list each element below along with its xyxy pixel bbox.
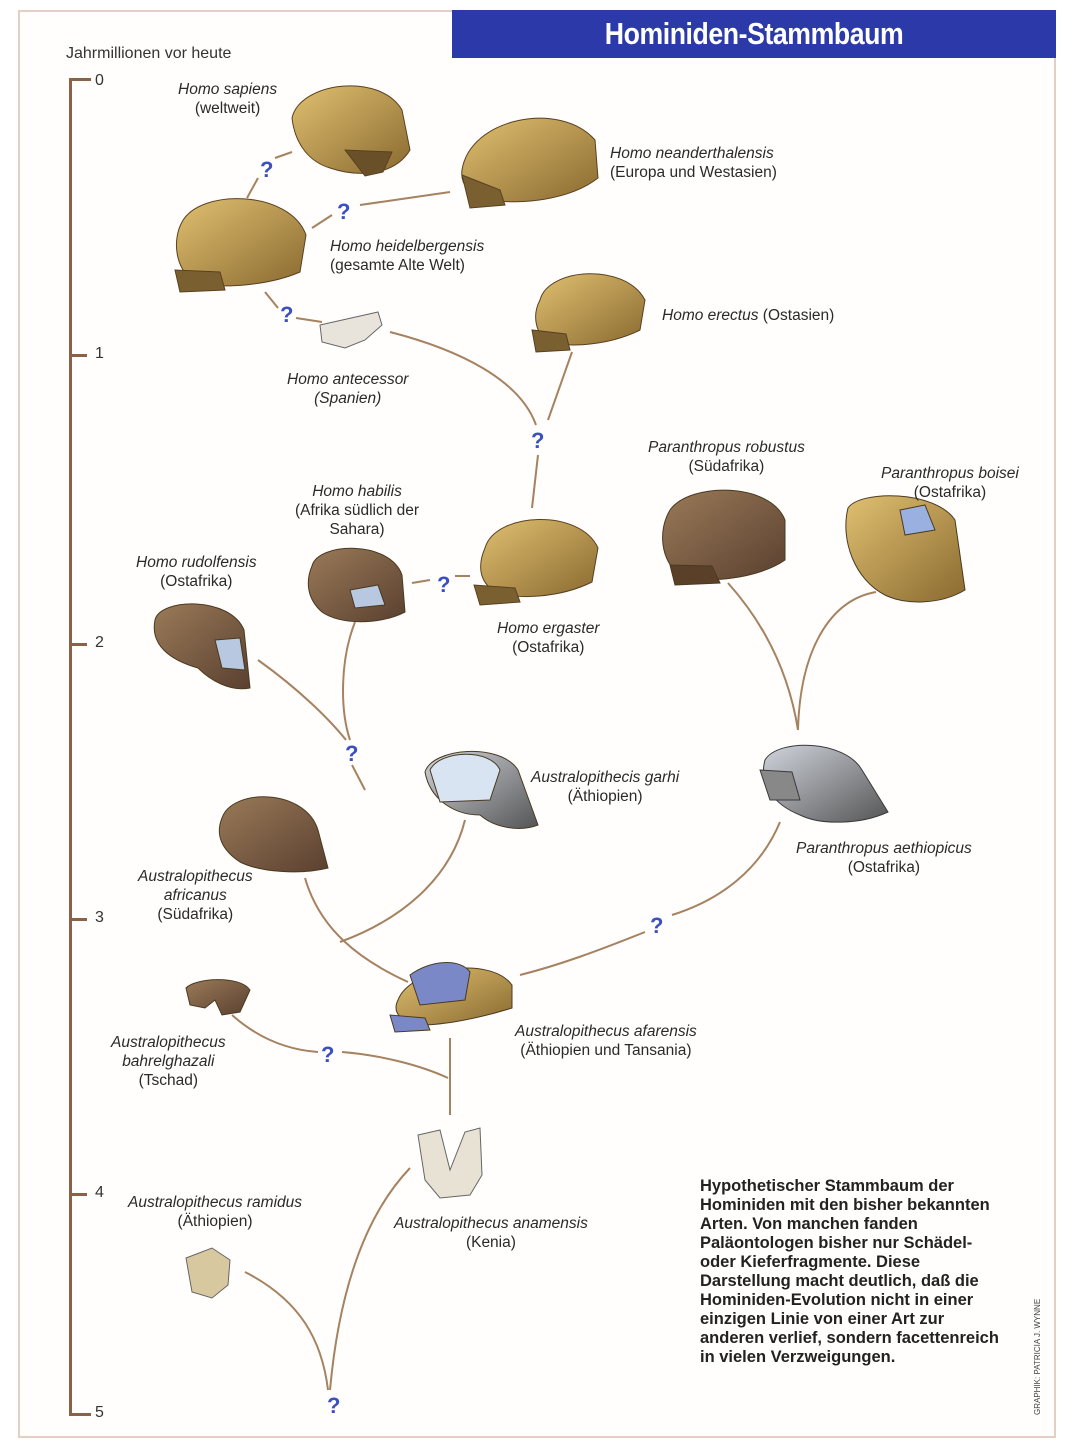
label-ramidus: Australopithecus ramidus (Äthiopien) xyxy=(128,1194,303,1230)
branch-anamensis-down xyxy=(329,1167,411,1391)
q-bahrelghazali: ? xyxy=(321,1042,335,1067)
tick-4 xyxy=(69,1193,87,1196)
time-axis xyxy=(69,78,72,1416)
branch-boisei xyxy=(797,591,877,731)
tick-2 xyxy=(69,643,87,646)
q-habilis-ergaster: ? xyxy=(437,572,451,597)
skull-africanus xyxy=(218,796,329,873)
branch-heidelbergensis-antecessor xyxy=(264,291,323,323)
skull-boisei xyxy=(845,495,966,603)
skull-garhi xyxy=(424,751,539,829)
q-heidelbergensis-antecessor: ? xyxy=(280,302,294,327)
label-rudolfensis: Homo rudolfensis (Ostafrika) xyxy=(136,554,257,590)
branch-lines xyxy=(231,151,877,1391)
axis-title: Jahrmillionen vor heute xyxy=(66,45,232,62)
q-habilis-rudolfensis: ? xyxy=(345,741,359,766)
tick-0 xyxy=(69,78,91,81)
branch-sapiens-heidelbergensis xyxy=(246,151,293,199)
branch-erectus-ergaster xyxy=(547,351,573,421)
branch-q-down xyxy=(351,764,366,791)
branch-habilis-down xyxy=(342,621,356,741)
label-erectus: Homo erectus (Ostasien) xyxy=(662,307,835,324)
branch-ergaster-stem xyxy=(531,454,539,509)
branch-africanus xyxy=(304,877,409,983)
q-sapiens-heidelbergensis: ? xyxy=(260,157,274,182)
branch-robustus xyxy=(727,582,799,731)
tick-label-5: 5 xyxy=(95,1404,104,1421)
label-heidelbergensis: Homo heidelbergensis (gesamte Alte Welt) xyxy=(330,238,485,274)
q-ergaster-upper: ? xyxy=(531,428,545,453)
label-africanus: Australopithecus africanus (Südafrika) xyxy=(138,868,253,923)
page-title: Hominiden-Stammbaum xyxy=(604,16,904,51)
branch-habilis-ergaster xyxy=(411,575,470,584)
branch-heidelbergensis-neanderthal xyxy=(311,191,451,229)
branch-aethiopicus xyxy=(671,821,781,916)
label-bahrelghazali: Australopithecus bahrelghazali (Tschad) xyxy=(111,1034,226,1089)
skull-afarensis xyxy=(389,962,513,1033)
skull-rudolfensis xyxy=(153,603,251,690)
tick-label-0: 0 xyxy=(95,72,104,89)
jaw-bahrelghazali xyxy=(185,979,251,1016)
label-ergaster: Homo ergaster (Ostafrika) xyxy=(497,620,600,656)
tick-3 xyxy=(69,918,87,921)
branch-ramidus-down xyxy=(244,1271,329,1391)
q-heidelbergensis-neanderthal: ? xyxy=(337,199,351,224)
skull-heidelbergensis xyxy=(174,198,307,293)
branch-garhi xyxy=(339,819,466,943)
label-afarensis: Australopithecus afarensis (Äthiopien un… xyxy=(515,1023,697,1059)
label-garhi: Australopithecis garhi (Äthiopien) xyxy=(531,769,680,805)
q-paranthropus: ? xyxy=(650,913,664,938)
label-anamensis: Australopithecus anamensis (Kenia) xyxy=(394,1215,588,1251)
label-sapiens: Homo sapiens (weltweit) xyxy=(178,81,278,117)
jaw-antecessor xyxy=(319,311,383,349)
graphic-credit: GRAPHIK: PATRICIA J. WYNNE xyxy=(1033,1298,1042,1415)
branch-afarensis-q xyxy=(519,931,646,976)
fragment-ramidus xyxy=(185,1247,231,1299)
branch-bahrelghazali xyxy=(231,1014,319,1053)
tick-label-4: 4 xyxy=(95,1184,104,1201)
branch-rudolfensis-down xyxy=(257,659,347,741)
branch-q-afarensis xyxy=(341,1051,449,1079)
label-antecessor: Homo antecessor (Spanien) xyxy=(287,371,409,407)
skull-aethiopicus xyxy=(759,744,889,823)
skull-ergaster xyxy=(473,519,599,606)
skull-habilis xyxy=(307,547,406,623)
skull-neanderthal xyxy=(461,117,599,209)
label-habilis: Homo habilis (Afrika südlich der Sahara) xyxy=(295,483,420,538)
jaw-anamensis xyxy=(417,1127,483,1199)
skull-erectus xyxy=(531,273,646,353)
branch-antecessor-ergaster xyxy=(389,331,537,426)
label-aethiopicus: Paranthropus aethiopicus (Ostafrika) xyxy=(796,840,972,876)
label-neanderthalensis: Homo neanderthalensis (Europa und Westas… xyxy=(610,145,777,181)
q-root: ? xyxy=(327,1393,341,1418)
label-boisei: Paranthropus boisei (Ostafrika) xyxy=(881,465,1019,501)
caption: Hypothetischer Stammbaum der Hominiden m… xyxy=(700,1177,999,1366)
title-banner: Hominiden-Stammbaum xyxy=(452,10,1056,58)
tick-label-2: 2 xyxy=(95,634,104,651)
tick-5 xyxy=(69,1413,91,1416)
label-robustus: Paranthropus robustus (Südafrika) xyxy=(648,439,805,475)
tick-label-1: 1 xyxy=(95,345,104,362)
tick-label-3: 3 xyxy=(95,909,104,926)
tick-1 xyxy=(69,354,87,357)
skull-robustus xyxy=(662,489,786,586)
skull-sapiens xyxy=(291,85,411,177)
